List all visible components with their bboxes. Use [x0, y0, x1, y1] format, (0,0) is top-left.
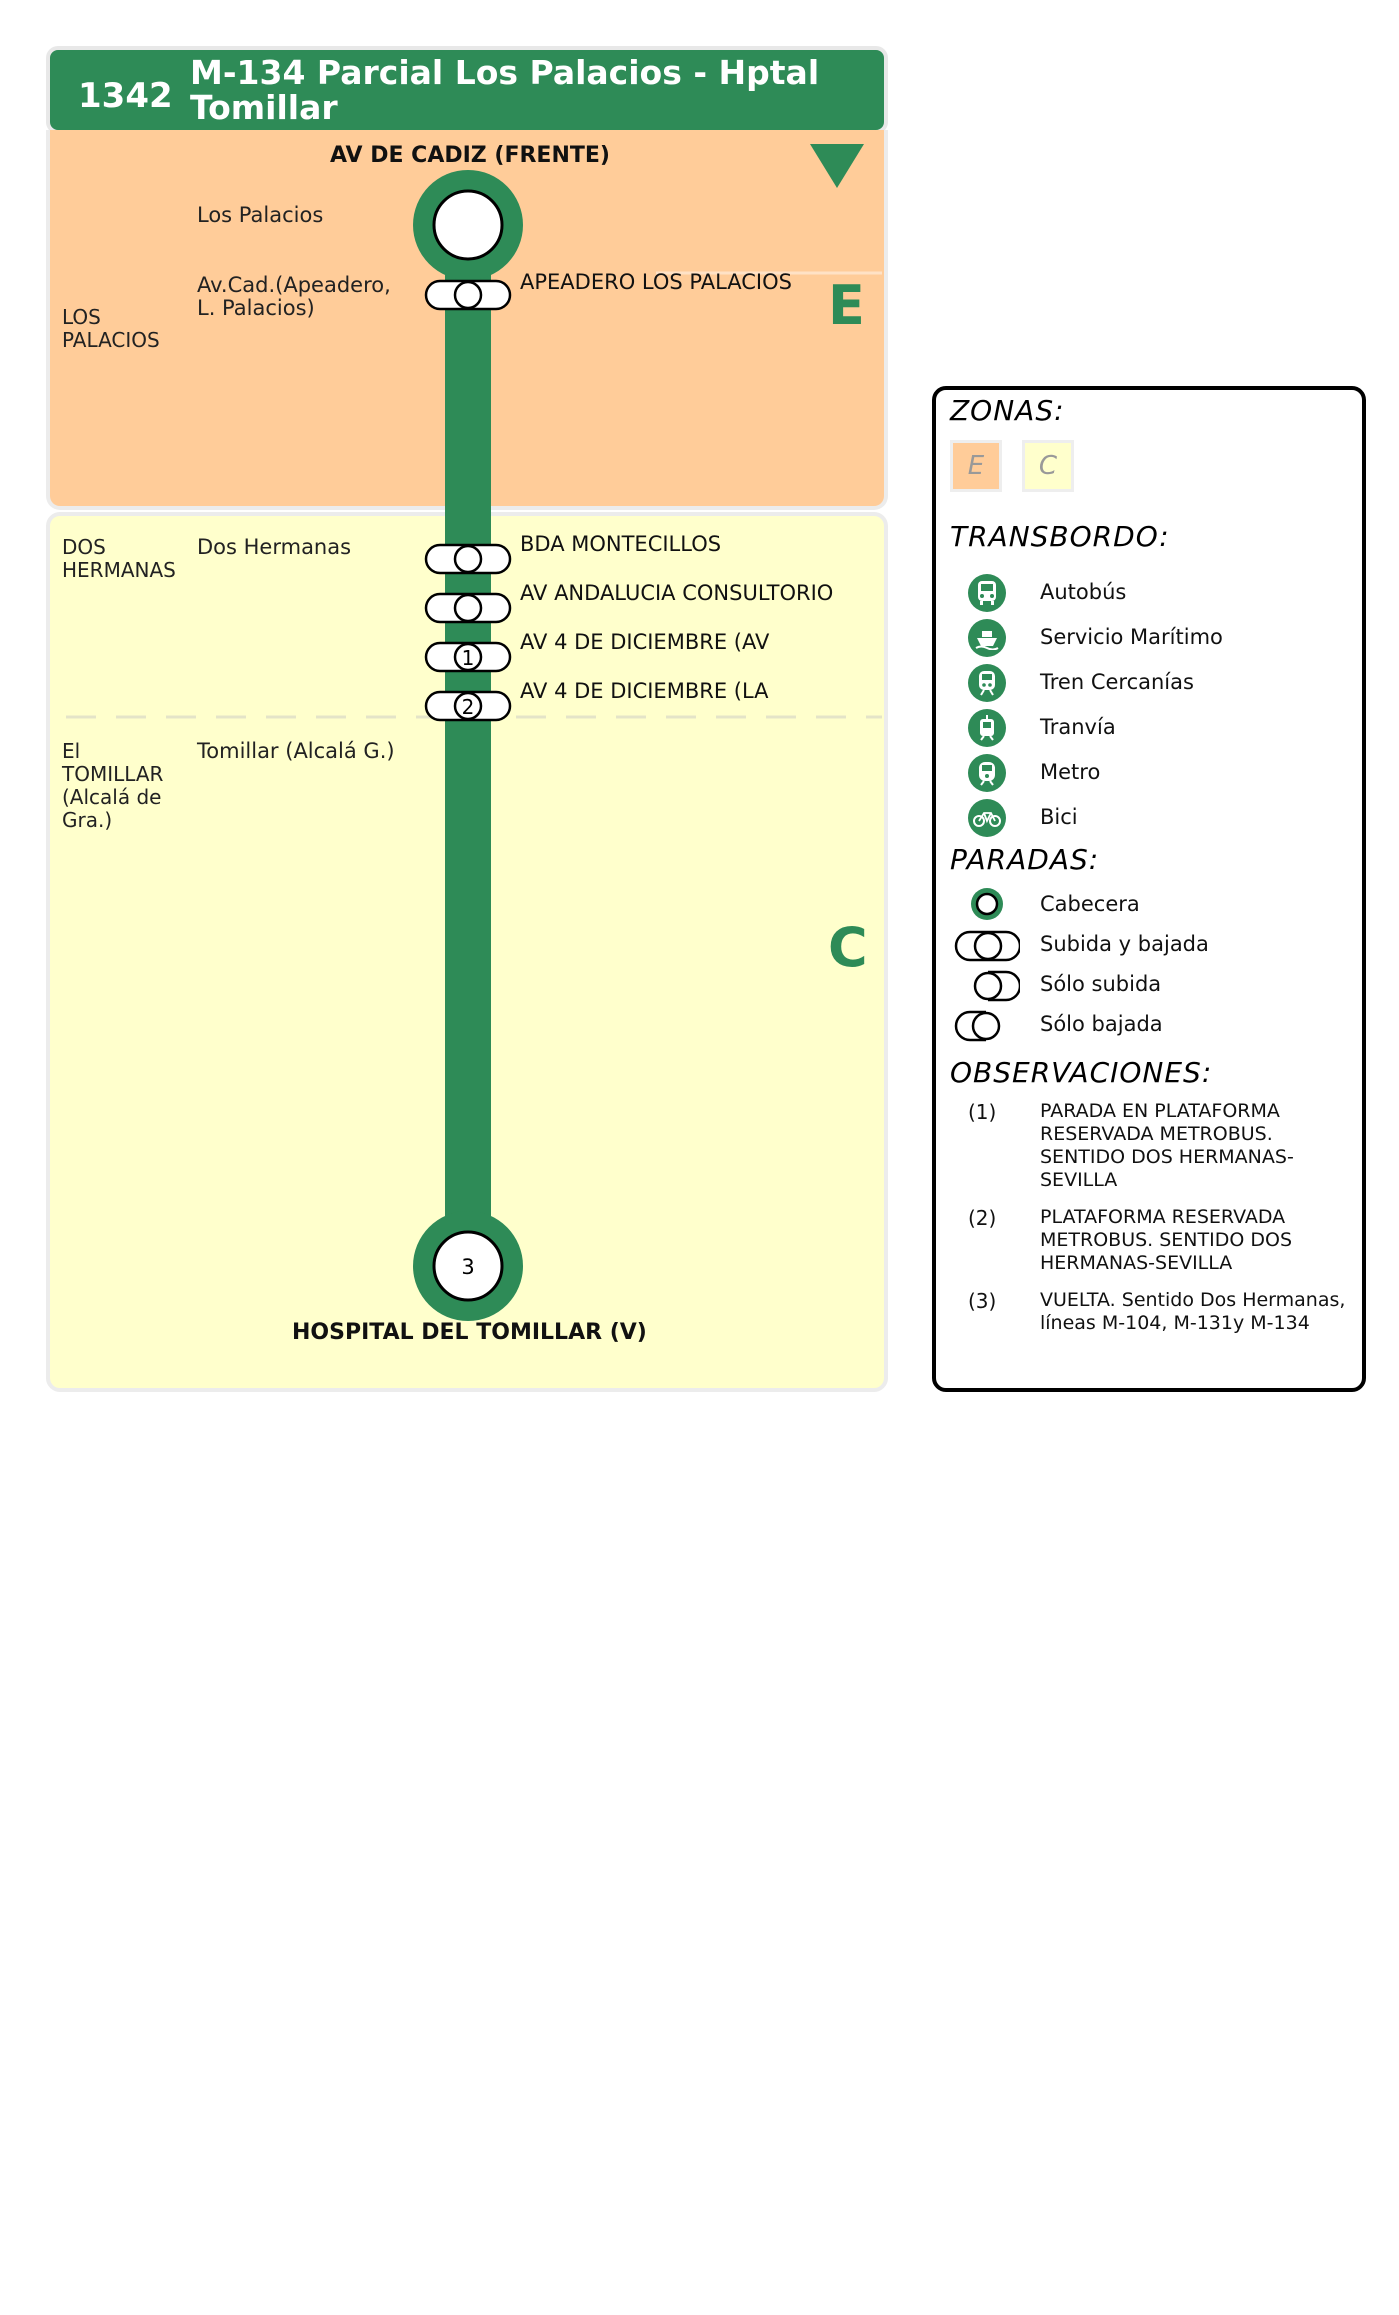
- route-line: 1 2 3: [413, 170, 523, 1321]
- ferry-icon: [968, 619, 1006, 657]
- legend-observaciones-title: OBSERVACIONES:: [950, 1056, 1213, 1089]
- municipality-el-tomillar: El TOMILLAR (Alcalá de Gra.): [62, 739, 164, 832]
- observation-text-2: PLATAFORMA RESERVADA METROBUS. SENTIDO D…: [1040, 1206, 1293, 1274]
- stop-label-3: AV ANDALUCIA CONSULTORIO: [520, 581, 834, 605]
- stop-marker-2: [424, 543, 512, 575]
- alight-only-stop-icon: [954, 1010, 1001, 1042]
- stop-type-icons: [954, 888, 1020, 1042]
- transfer-label-tram: Tranvía: [1040, 715, 1116, 739]
- stop-marker-4: [424, 641, 512, 673]
- observation-number-2: (2): [968, 1206, 997, 1230]
- board-only-stop-icon: [973, 970, 1020, 1002]
- tram-icon: [968, 709, 1006, 747]
- stop-marker-5: [424, 690, 512, 722]
- legend-transbordo-title: TRANSBORDO:: [950, 520, 1170, 553]
- metro-icon: [968, 754, 1006, 792]
- zone-c-letter: C: [828, 916, 868, 979]
- locality-av-cadiz: Av.Cad.(Apeadero, L. Palacios): [197, 273, 391, 320]
- terminal-stop-icon: [971, 888, 1003, 920]
- municipality-los-palacios: LOS PALACIOS: [62, 305, 160, 352]
- municipality-dos-hermanas: DOS HERMANAS: [62, 535, 176, 582]
- stop-label-4: AV 4 DE DICIEMBRE (AV: [520, 630, 770, 654]
- stop-type-label-board-alight: Subida y bajada: [1040, 932, 1209, 956]
- stop-marker-3: [424, 592, 512, 624]
- board-alight-stop-icon: [954, 930, 1020, 962]
- stop-type-label-terminal: Cabecera: [1040, 892, 1140, 916]
- destination-terminal-icon: [432, 1230, 504, 1302]
- transfer-label-bus: Autobús: [1040, 580, 1127, 604]
- train-icon: [968, 664, 1006, 702]
- route-trunk: [445, 220, 491, 1260]
- observation-text-1: PARADA EN PLATAFORMA RESERVADA METROBUS.…: [1040, 1100, 1294, 1191]
- origin-terminal-icon: [432, 189, 504, 261]
- line-name: M-134 Parcial Los Palacios - Hptal Tomil…: [190, 53, 820, 127]
- stop-marker-1: [424, 279, 512, 311]
- zone-e-letter: E: [828, 274, 865, 337]
- stop-note-1: 1: [462, 646, 475, 670]
- destination-terminal-label: HOSPITAL DEL TOMILLAR (V): [292, 1320, 647, 1345]
- locality-los-palacios: Los Palacios: [197, 203, 324, 227]
- transfer-label-bicycle: Bici: [1040, 805, 1078, 829]
- transfer-label-metro: Metro: [1040, 760, 1101, 784]
- transfer-label-train: Tren Cercanías: [1040, 670, 1194, 694]
- observation-text-3: VUELTA. Sentido Dos Hermanas, líneas M-1…: [1040, 1289, 1346, 1334]
- stop-note-2: 2: [462, 695, 475, 719]
- stop-label-5: AV 4 DE DICIEMBRE (LA: [520, 679, 769, 703]
- stop-label-2: BDA MONTECILLOS: [520, 532, 722, 556]
- locality-tomillar: Tomillar (Alcalá G.): [197, 739, 395, 763]
- observation-number-3: (3): [968, 1289, 997, 1313]
- destination-note-ref: 3: [461, 1255, 474, 1279]
- origin-terminal-label: AV DE CADIZ (FRENTE): [330, 143, 610, 168]
- stop-type-label-alight-only: Sólo bajada: [1040, 1012, 1163, 1036]
- line-code: 1342: [78, 76, 173, 116]
- observation-number-1: (1): [968, 1100, 997, 1124]
- legend-zone-c-swatch: C: [1022, 440, 1074, 492]
- locality-dos-hermanas: Dos Hermanas: [197, 535, 352, 559]
- stop-label-1: APEADERO LOS PALACIOS: [520, 270, 792, 294]
- direction-arrow-icon: [810, 144, 864, 188]
- stop-type-label-board-only: Sólo subida: [1040, 972, 1162, 996]
- legend-paradas-title: PARADAS:: [950, 843, 1100, 876]
- legend-zonas-title: ZONAS:: [950, 394, 1065, 427]
- bus-icon: [968, 574, 1006, 612]
- bicycle-icon: [968, 799, 1006, 837]
- legend-zone-e-swatch: E: [950, 440, 1002, 492]
- transfer-label-ferry: Servicio Marítimo: [1040, 625, 1223, 649]
- legend-panel: [932, 386, 1366, 1392]
